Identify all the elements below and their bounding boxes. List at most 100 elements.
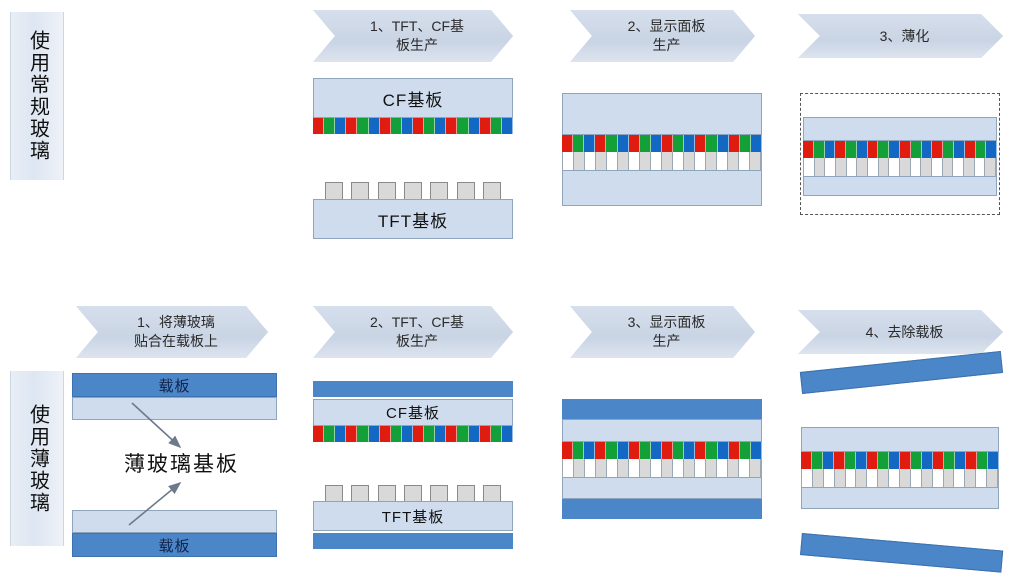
tft-cell: [573, 152, 585, 170]
tft-cell: [717, 459, 727, 477]
tft-cell: [749, 459, 761, 477]
step-chevron-r2-s2-line1: 2、TFT、CF基: [369, 314, 465, 331]
step-chevron-r1-s1[interactable]: 1、TFT、CF基 板生产: [313, 10, 513, 62]
tft-cell: [673, 152, 683, 170]
tft-bump: [482, 182, 501, 200]
color-filter-stripe-r: [379, 426, 391, 442]
color-filter-stripe-b: [650, 135, 662, 152]
color-filter-stripe-g: [673, 442, 685, 459]
step-chevron-r2-s4-line1: 4、去除载板: [865, 323, 944, 340]
tft-cell: [573, 459, 585, 477]
color-filter-stripe-g: [944, 452, 955, 469]
tft-cell: [953, 158, 964, 176]
thin-glass-bottom: [72, 510, 277, 533]
color-filter-stripe-r: [933, 452, 944, 469]
color-filter-stripe-r: [801, 452, 812, 469]
tft-cell: [899, 469, 911, 487]
color-filter-stripe-r: [595, 442, 607, 459]
panel-bottom-glass-r1s2: [562, 170, 762, 206]
step-chevron-r2-s3[interactable]: 3、显示面板 生产: [570, 306, 755, 358]
tft-cell: [651, 152, 661, 170]
tft-cell: [802, 469, 812, 487]
step-chevron-r1-s2[interactable]: 2、显示面板 生产: [570, 10, 755, 62]
color-filter-stripe-b: [584, 442, 596, 459]
tft-bump: [456, 485, 475, 502]
tft-cell: [695, 459, 705, 477]
tft-cell: [705, 152, 717, 170]
tft-cell: [823, 469, 834, 487]
step-chevron-r1-s3[interactable]: 3、薄化: [798, 14, 1003, 58]
color-filter-stripe-g: [739, 135, 751, 152]
tft-cell: [617, 459, 629, 477]
color-filter-stripe-r: [313, 426, 325, 442]
color-filter-stripe-g: [943, 141, 954, 158]
tft-cell: [639, 459, 651, 477]
step-chevron-r1-s1-line2: 板生产: [395, 37, 438, 53]
diagram-r2-s1: 载板 载板: [72, 373, 277, 558]
side-label-conventional-text: 使用常规玻璃: [26, 30, 49, 162]
tft-cell: [563, 459, 573, 477]
color-filter-stripe-r: [728, 442, 740, 459]
color-filter-stripe-g: [573, 442, 585, 459]
tft-cell: [607, 152, 617, 170]
color-filter-stripe-g: [606, 135, 618, 152]
color-filter-bar-r1s3: [803, 141, 997, 158]
tft-cell: [889, 158, 900, 176]
panel-top-glass-r2s3: [562, 419, 762, 442]
tft-cell-row-r1s3: [803, 158, 997, 176]
color-filter-stripe-r: [803, 141, 814, 158]
step-chevron-r1-s2-line2: 生产: [652, 37, 681, 53]
color-filter-stripe-b: [988, 452, 999, 469]
step-chevron-r2-s4[interactable]: 4、去除载板: [798, 310, 1003, 354]
carrier-below-tft: [313, 533, 513, 549]
color-filter-stripe-b: [435, 426, 447, 442]
color-filter-stripe-b: [584, 135, 596, 152]
color-filter-stripe-b: [856, 141, 868, 158]
tft-cell: [855, 469, 868, 487]
color-filter-stripe-b: [750, 442, 762, 459]
step-chevron-r2-s1[interactable]: 1、将薄玻璃 贴合在载板上: [76, 306, 268, 358]
tft-cell: [683, 152, 695, 170]
color-filter-stripe-g: [390, 426, 402, 442]
step-chevron-r1-s1-line1: 1、TFT、CF基: [369, 18, 465, 35]
color-filter-stripe-g: [977, 452, 988, 469]
color-filter-bar-r1s2: [562, 135, 762, 152]
tft-cell: [825, 158, 836, 176]
panel-top-glass-r1s3: [803, 117, 997, 141]
color-filter-stripe-b: [717, 135, 729, 152]
removed-carrier-top: [799, 350, 1004, 394]
tft-cell: [705, 459, 717, 477]
tft-cell: [617, 152, 629, 170]
step-chevron-r1-s3-line1: 3、薄化: [879, 27, 930, 44]
side-label-conventional: 使用常规玻璃: [10, 12, 64, 180]
tft-cell: [683, 459, 695, 477]
color-filter-stripe-r: [412, 118, 425, 134]
color-filter-stripe-g: [573, 135, 585, 152]
color-filter-stripe-r: [379, 118, 391, 134]
color-filter-stripe-g: [324, 426, 336, 442]
tft-cell: [651, 459, 661, 477]
tft-cell: [629, 152, 639, 170]
tft-bump: [430, 182, 449, 200]
tft-cell: [585, 459, 595, 477]
color-filter-stripe-r: [446, 118, 458, 134]
color-filter-stripe-r: [562, 135, 574, 152]
color-filter-stripe-g: [490, 118, 502, 134]
color-filter-stripe-g: [457, 118, 469, 134]
side-label-thin-glass: 使用薄玻璃: [10, 371, 64, 546]
color-filter-stripe-g: [739, 442, 751, 459]
color-filter-stripe-b: [684, 135, 696, 152]
tft-cell: [727, 459, 739, 477]
color-filter-bar-r1s1: [313, 118, 513, 134]
tft-cell: [629, 459, 639, 477]
tft-cell: [595, 459, 607, 477]
color-filter-stripe-g: [673, 135, 685, 152]
color-filter-stripe-b: [889, 141, 901, 158]
color-filter-stripe-r: [446, 426, 458, 442]
tft-cell: [813, 158, 826, 176]
color-filter-stripe-b: [617, 135, 629, 152]
step-chevron-r2-s2[interactable]: 2、TFT、CF基 板生产: [313, 306, 513, 358]
tft-cell: [845, 469, 856, 487]
color-filter-stripe-g: [357, 426, 369, 442]
tft-cell: [739, 459, 749, 477]
